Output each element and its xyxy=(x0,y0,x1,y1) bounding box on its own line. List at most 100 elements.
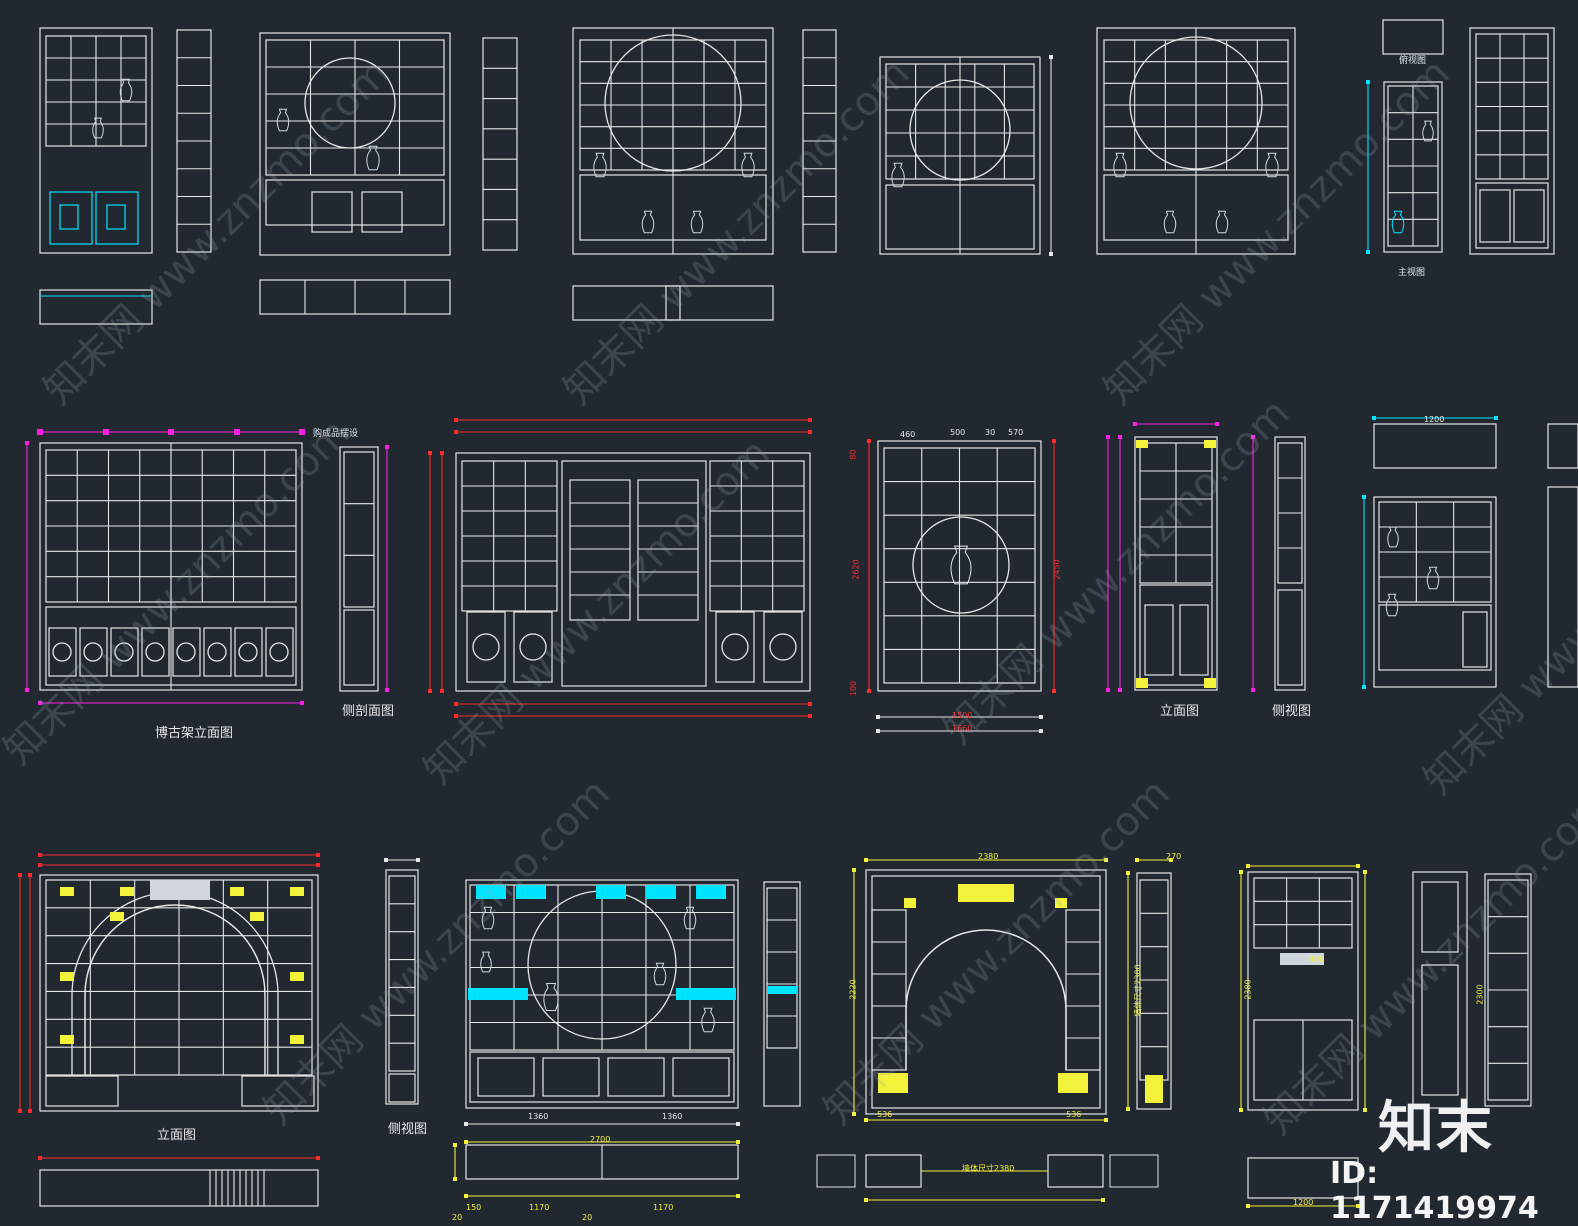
dimension-tick xyxy=(1118,688,1122,692)
vase-ornament xyxy=(1385,593,1399,617)
vase-ornament xyxy=(741,152,755,178)
dimension-tick xyxy=(440,451,444,455)
carved-medallion xyxy=(176,642,196,662)
door xyxy=(1144,604,1174,676)
dim-1360b: 1360 xyxy=(662,1112,683,1121)
dimension-tick xyxy=(1049,55,1053,59)
dimension-tick xyxy=(808,702,812,706)
dimension-tick xyxy=(1126,1107,1130,1111)
dimension-tick xyxy=(316,1156,320,1160)
dimension-tick xyxy=(1494,416,1498,420)
label-main-view: 主视图 xyxy=(1398,268,1426,278)
door-fret-right xyxy=(106,204,126,230)
door xyxy=(1479,189,1511,243)
carved-door xyxy=(79,627,108,677)
yellow-arch-outer xyxy=(865,869,1107,1115)
dimension-tick xyxy=(25,441,29,445)
carved-medallion xyxy=(769,633,797,661)
dimension-tick xyxy=(300,701,304,705)
dimension-tick xyxy=(1135,858,1139,862)
dimension-tick xyxy=(876,715,880,719)
door-fret-left xyxy=(59,204,79,230)
yellow-bracket xyxy=(60,887,74,896)
cyan-cabinet-lower xyxy=(469,1051,735,1103)
vase-ornament xyxy=(641,210,655,234)
carved-crest xyxy=(150,880,210,900)
dimension-tick xyxy=(1118,435,1122,439)
dim-2300: 2300 xyxy=(1475,984,1485,1005)
yellow-bracket xyxy=(290,972,304,981)
dimension-tick xyxy=(234,429,240,435)
side-base xyxy=(388,1073,416,1103)
yellow-side-ornament xyxy=(1145,1075,1163,1103)
door-panel xyxy=(311,191,353,233)
dim-20a: 20 xyxy=(452,1213,463,1222)
top-view-6 xyxy=(1382,19,1444,55)
dim-2700: 2700 xyxy=(590,1135,611,1144)
dimension-tick xyxy=(736,1194,740,1198)
cabinet-2-frame xyxy=(259,32,451,256)
vase-ornament xyxy=(1163,210,1177,234)
label-side-view-3: 侧视图 xyxy=(388,1122,428,1137)
dimension-tick xyxy=(453,1143,457,1147)
cabinet-outline xyxy=(871,909,907,1071)
cabinet-edge xyxy=(1547,486,1578,688)
dimension-tick xyxy=(1372,416,1376,420)
cabinet-5-lower xyxy=(1103,174,1289,241)
vase-ornament xyxy=(481,906,495,930)
label-elevation-3: 立面图 xyxy=(157,1128,197,1143)
small-cabinet-frame xyxy=(1373,496,1497,688)
dimension-tick xyxy=(38,1156,42,1160)
vase-ornament xyxy=(653,962,667,986)
dim-2450: 2450 xyxy=(1052,559,1062,580)
yellow-bracket xyxy=(250,912,264,921)
arch-top-view xyxy=(39,1169,319,1207)
dimension-tick xyxy=(852,868,856,872)
dim-80: 80 xyxy=(848,449,858,460)
vase-ornament xyxy=(701,1007,715,1033)
cabinet-outline xyxy=(885,63,1035,180)
dim-536b: 536 xyxy=(1066,1110,1082,1119)
yellow-base-ornament xyxy=(878,1073,908,1093)
dimension-tick xyxy=(1363,1108,1367,1112)
dim-150: 150 xyxy=(466,1203,482,1212)
carved-door xyxy=(513,611,553,683)
vase-ornament xyxy=(683,906,697,930)
dimension-tick xyxy=(103,429,109,435)
cyan-drawer xyxy=(468,988,528,1000)
dimension-tick xyxy=(1362,685,1366,689)
arch-side-frame xyxy=(385,869,419,1105)
red-cabinet-frame xyxy=(455,452,811,692)
cyan-bracket xyxy=(596,885,626,899)
yellow-bracket xyxy=(290,887,304,896)
crest-ornament xyxy=(1280,953,1324,965)
carved-door xyxy=(203,627,232,677)
dimension-tick xyxy=(1049,252,1053,256)
carved-door xyxy=(110,627,139,677)
dimension-tick xyxy=(18,873,22,877)
cabinet-7-frame xyxy=(1469,27,1555,255)
dim-1360a: 1360 xyxy=(528,1112,549,1121)
dimension-tick xyxy=(1101,1198,1105,1202)
vase-ornament xyxy=(1265,152,1279,178)
cabinet-3-lower xyxy=(579,174,767,241)
dim-500: 500 xyxy=(950,428,966,437)
dimension-tick xyxy=(808,430,812,434)
dimension-tick xyxy=(1104,858,1108,862)
drawer xyxy=(241,1075,315,1107)
vase-ornament xyxy=(480,951,492,973)
dim-1200b: 1200 xyxy=(1293,1198,1314,1207)
dim-570: 570 xyxy=(1008,428,1024,437)
dimension-tick xyxy=(299,429,305,435)
side-panel xyxy=(482,37,518,251)
carved-medallion xyxy=(721,633,749,661)
vase-ornament xyxy=(1391,210,1405,234)
dimension-tick xyxy=(428,689,432,693)
cyan-bracket xyxy=(696,885,726,899)
dimension-tick xyxy=(1366,250,1370,254)
carved-medallion xyxy=(207,642,227,662)
vase-ornament xyxy=(690,210,704,234)
yellow-bracket xyxy=(110,912,124,921)
moon-gate-4 xyxy=(909,79,1011,181)
